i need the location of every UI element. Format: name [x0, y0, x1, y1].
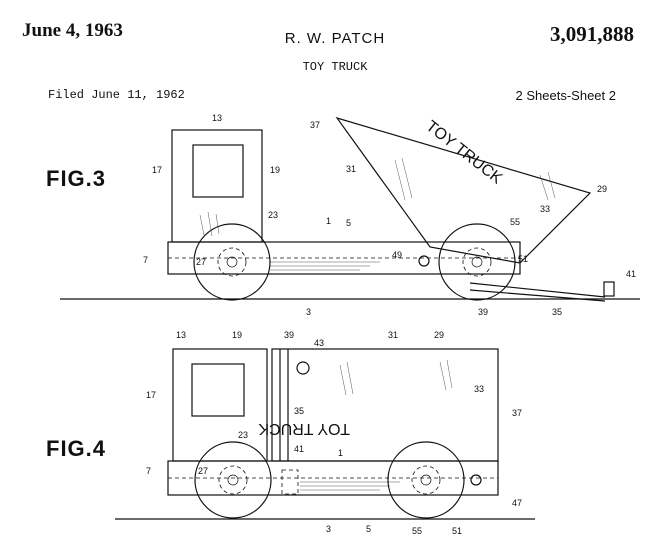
- fig3-ref: 41: [626, 269, 636, 279]
- fig3-dump-body: [335, 116, 592, 264]
- fig4-ref: 29: [434, 330, 444, 340]
- fig3-ref: 1: [326, 216, 331, 226]
- fig4-ref: 41: [294, 444, 304, 454]
- fig3-ref: 31: [346, 164, 356, 174]
- fig3-ref: 37: [310, 120, 320, 130]
- fig4-ref: 55: [412, 526, 422, 536]
- fig4-ref: 23: [238, 430, 248, 440]
- fig3-cab: [171, 129, 263, 243]
- fig4-ref: 7: [146, 466, 151, 476]
- patent-number: 3,091,888: [550, 22, 634, 46]
- fig4-ref: 39: [284, 330, 294, 340]
- fig4-ref: 17: [146, 390, 156, 400]
- fig3-ref: 35: [552, 307, 562, 317]
- fig3-ref: 49: [392, 250, 402, 260]
- fig4-ref: 19: [232, 330, 242, 340]
- fig3-body-text: TOY TRUCK: [423, 118, 506, 188]
- fig4-label: FIG.4: [46, 436, 107, 461]
- fig4-ref: 33: [474, 384, 484, 394]
- fig3-ref: 23: [268, 210, 278, 220]
- fig3-hole-49: [418, 255, 430, 267]
- fig3-ref: 33: [540, 204, 550, 214]
- sheet-count: 2 Sheets-Sheet 2: [515, 88, 616, 103]
- fig3-ref: 27: [196, 257, 206, 267]
- fig4-rear-wheel: [387, 441, 465, 519]
- fig3-hook-41: [603, 281, 615, 297]
- fig3-ref: 5: [346, 218, 351, 228]
- fig4-ref: 13: [176, 330, 186, 340]
- fig4-ref-numerals: 13 19 39 43 31 29 17 35 33 37 23 41 1 7 …: [146, 330, 522, 536]
- fig4-drawing: TOY TRUCK: [115, 348, 535, 520]
- fig4-ref: 1: [338, 448, 343, 458]
- fig4-ref: 37: [512, 408, 522, 418]
- fig4-ref: 3: [326, 524, 331, 534]
- fig4-ref: 5: [366, 524, 371, 534]
- fig3-ref: 7: [143, 255, 148, 265]
- patent-subject: TOY TRUCK: [302, 60, 368, 74]
- fig4-body-text: TOY TRUCK: [258, 420, 350, 437]
- fig3-ref: 19: [270, 165, 280, 175]
- patent-date: June 4, 1963: [22, 20, 123, 41]
- fig3-ref: 29: [597, 184, 607, 194]
- fig4-ref: 31: [388, 330, 398, 340]
- fig3-ref: 55: [510, 217, 520, 227]
- fig4-hole-47: [470, 474, 482, 486]
- fig4-ref: 47: [512, 498, 522, 508]
- fig4-ref: 27: [198, 466, 208, 476]
- fig3-drawing: TOY TRUCK: [60, 116, 640, 302]
- filing-date: Filed June 11, 1962: [48, 88, 185, 102]
- fig3-cab-window: [192, 144, 244, 198]
- fig4-ref: 43: [314, 338, 324, 348]
- fig3-ref: 3: [306, 307, 311, 317]
- fig4-box-body: [271, 348, 499, 462]
- fig3-rod: [469, 282, 606, 298]
- fig3-rear-wheel: [438, 223, 516, 301]
- inventor-name: R. W. PATCH: [284, 30, 386, 47]
- fig3-ref-numerals: 13 17 19 23 37 31 1 5 7 27 49 55 51 29 3…: [143, 113, 636, 317]
- fig4-front-wheel: [194, 441, 272, 519]
- fig3-label: FIG.3: [46, 166, 107, 191]
- fig3-ref: 13: [212, 113, 222, 123]
- fig3-front-wheel: [193, 223, 271, 301]
- fig4-ref: 35: [294, 406, 304, 416]
- fig4-cab-window: [191, 363, 245, 417]
- fig3-ref: 39: [478, 307, 488, 317]
- fig4-hole-43: [296, 361, 310, 375]
- fig3-ref: 17: [152, 165, 162, 175]
- fig3-ref: 51: [518, 254, 528, 264]
- fig4-ref: 51: [452, 526, 462, 536]
